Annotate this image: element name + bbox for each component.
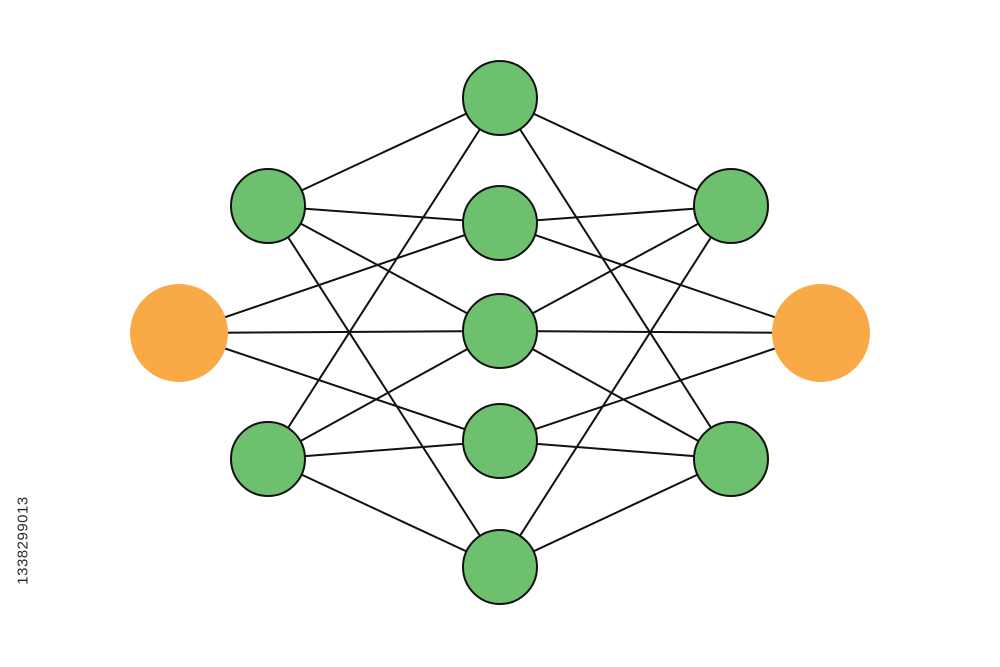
connection-hidden-1-2-to-hidden-2-3 [267, 330, 501, 460]
connection-hidden-2-2-to-output-1 [499, 222, 822, 334]
connection-hidden-1-2-to-hidden-2-5 [267, 458, 501, 568]
connection-hidden-2-1-to-hidden-3-1 [499, 97, 732, 207]
connection-hidden-2-3-to-hidden-3-1 [499, 205, 732, 332]
hidden-node-hidden-3-2 [693, 421, 769, 497]
connection-input-1-to-hidden-2-4 [178, 332, 501, 442]
connection-hidden-1-1-to-hidden-2-5 [267, 205, 501, 568]
connection-hidden-1-1-to-hidden-2-3 [267, 205, 501, 332]
hidden-node-hidden-2-1 [462, 60, 538, 136]
connections-layer [178, 97, 822, 568]
connection-hidden-2-3-to-output-1 [499, 330, 822, 334]
connection-hidden-2-2-to-hidden-3-1 [499, 205, 732, 224]
output-node [772, 284, 870, 382]
connection-hidden-2-5-to-hidden-3-1 [499, 205, 732, 568]
hidden-node-hidden-2-3 [462, 293, 538, 369]
hidden-node-hidden-3-1 [693, 168, 769, 244]
input-node [130, 284, 228, 382]
connection-hidden-1-1-to-hidden-2-2 [267, 205, 501, 224]
hidden-node-hidden-1-2 [230, 421, 306, 497]
connection-input-1-to-hidden-2-2 [178, 222, 501, 334]
hidden-node-hidden-2-4 [462, 403, 538, 479]
hidden-node-hidden-2-2 [462, 185, 538, 261]
stock-id-watermark: 1338299013 [12, 425, 34, 655]
connection-hidden-2-4-to-hidden-3-2 [499, 440, 732, 460]
connection-input-1-to-hidden-2-3 [178, 330, 501, 334]
hidden-node-hidden-1-1 [230, 168, 306, 244]
connection-hidden-2-4-to-output-1 [499, 332, 822, 442]
connection-hidden-2-3-to-hidden-3-2 [499, 330, 732, 460]
nodes-layer [130, 60, 870, 605]
connection-hidden-1-2-to-hidden-2-4 [267, 440, 501, 460]
connection-hidden-2-1-to-hidden-3-2 [499, 97, 732, 460]
hidden-node-hidden-2-5 [462, 529, 538, 605]
stock-id-text: 1338299013 [14, 495, 32, 585]
connection-hidden-2-5-to-hidden-3-2 [499, 458, 732, 568]
connection-hidden-1-2-to-hidden-2-1 [267, 97, 501, 460]
connection-hidden-1-1-to-hidden-2-1 [267, 97, 501, 207]
